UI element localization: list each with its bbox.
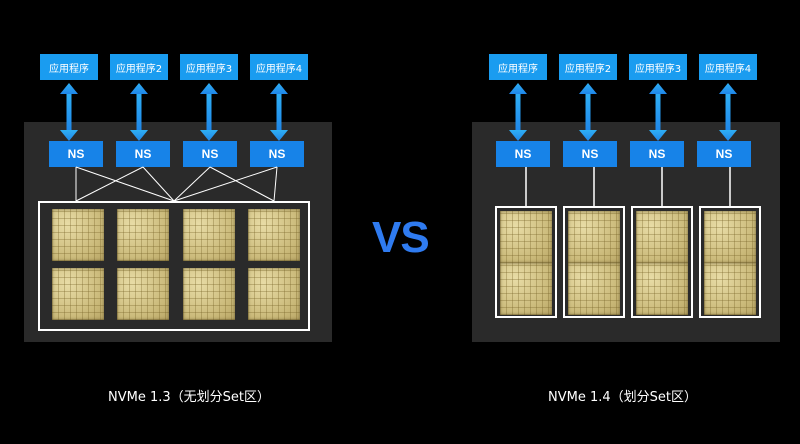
right-set-frame-1 — [495, 206, 557, 318]
right-chip — [568, 263, 620, 315]
right-app-4: 应用程序4 — [699, 54, 757, 80]
left-ns-2: NS — [116, 141, 170, 167]
left-app-1: 应用程序 — [40, 54, 98, 80]
left-chip — [183, 268, 235, 320]
right-chip — [568, 211, 620, 263]
right-app-1: 应用程序 — [489, 54, 547, 80]
right-ns-1: NS — [496, 141, 550, 167]
left-app-4: 应用程序4 — [250, 54, 308, 80]
right-chip — [500, 263, 552, 315]
left-chip — [52, 209, 104, 261]
right-set-frame-3 — [631, 206, 693, 318]
right-set-frame-4 — [699, 206, 761, 318]
left-ns-3: NS — [183, 141, 237, 167]
right-chip — [636, 211, 688, 263]
left-chip — [117, 209, 169, 261]
left-ns-1: NS — [49, 141, 103, 167]
right-ns-3: NS — [630, 141, 684, 167]
left-chip — [248, 209, 300, 261]
right-chip — [704, 211, 756, 263]
right-chip — [500, 211, 552, 263]
left-chip — [183, 209, 235, 261]
left-ns-4: NS — [250, 141, 304, 167]
right-app-3: 应用程序3 — [629, 54, 687, 80]
right-set-frame-2 — [563, 206, 625, 318]
left-storage-pool-frame — [38, 201, 310, 331]
right-chip — [704, 263, 756, 315]
left-chip — [117, 268, 169, 320]
left-chip — [52, 268, 104, 320]
vs-label: VS — [372, 213, 430, 262]
right-chip — [636, 263, 688, 315]
right-ns-4: NS — [697, 141, 751, 167]
left-app-3: 应用程序3 — [180, 54, 238, 80]
right-caption: NVMe 1.4（划分Set区） — [548, 390, 697, 405]
right-app-2: 应用程序2 — [559, 54, 617, 80]
right-ns-2: NS — [563, 141, 617, 167]
left-caption: NVMe 1.3（无划分Set区） — [108, 390, 270, 405]
left-chip — [248, 268, 300, 320]
left-app-2: 应用程序2 — [110, 54, 168, 80]
